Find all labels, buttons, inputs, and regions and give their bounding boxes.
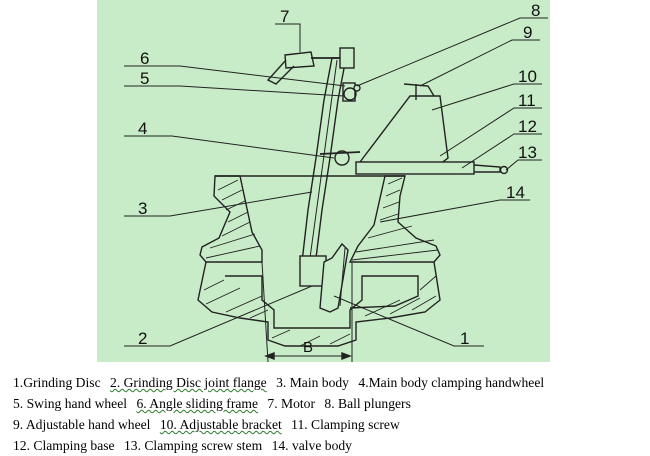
legend-row-3: 9. Adjustable hand wheel 10. Adjustable …	[13, 414, 643, 435]
legend-item-4: 4.Main body clamping handwheel	[358, 375, 545, 390]
valve-body-hatching	[203, 177, 439, 347]
clamping-screw-stem	[499, 165, 509, 175]
callout-2: 2	[138, 329, 147, 348]
leader-6	[124, 65, 346, 87]
callout-9: 9	[523, 23, 532, 42]
callout-7: 7	[280, 7, 289, 26]
legend-item-2: 2. Grinding Disc joint flange	[110, 375, 267, 390]
motor-coupling	[339, 47, 355, 69]
callout-numbers: 7 8 9 6 5 10 11 4 12 13 14 3 2 1	[138, 1, 540, 348]
legend-item-8: 8. Ball plungers	[324, 396, 411, 411]
legend-item-13: 13. Clamping screw stem	[123, 438, 263, 453]
ball-plunger	[353, 84, 361, 92]
valve-grinder-figure: B	[13, 0, 550, 453]
callout-4: 4	[138, 119, 147, 138]
callout-11: 11	[518, 91, 536, 110]
angle-sliding-frame	[342, 82, 356, 102]
leader-2	[124, 285, 313, 347]
valve-body-lower-outline	[197, 261, 441, 347]
legend-caption: 1.Grinding Disc 2. Grinding Disc joint f…	[13, 372, 643, 456]
clamping-handwheel-bar	[319, 151, 361, 155]
callout-5: 5	[140, 69, 149, 88]
legend-item-9: 9. Adjustable hand wheel	[13, 417, 151, 432]
adjustable-bracket	[358, 95, 449, 165]
leader-14	[379, 199, 530, 223]
dimension-arrow-right	[341, 351, 352, 361]
legend-row-1: 1.Grinding Disc 2. Grinding Disc joint f…	[13, 372, 643, 393]
legend-row-4: 12. Clamping base 13. Clamping screw ste…	[13, 435, 643, 456]
dimension-label-b: B	[303, 339, 313, 356]
legend-item-12: 12. Clamping base	[13, 438, 115, 453]
callout-1: 1	[460, 329, 469, 348]
legend-item-3: 3. Main body	[276, 375, 349, 390]
leader-9	[419, 39, 540, 87]
valve-grinder-diagram: B	[124, 1, 548, 363]
legend-row-2: 5. Swing hand wheel 6. Angle sliding fra…	[13, 393, 643, 414]
leader-13	[505, 159, 542, 171]
leader-12	[461, 133, 542, 169]
legend-item-10: 10. Adjustable bracket	[159, 417, 282, 432]
callout-12: 12	[518, 117, 537, 136]
main-body-inner-line	[309, 59, 338, 259]
leader-10	[431, 83, 542, 111]
legend-item-14: 14. valve body	[271, 438, 352, 453]
motor-tail	[266, 59, 295, 85]
adjustable-handwheel	[403, 83, 435, 97]
legend-item-6: 6. Angle sliding frame	[136, 396, 259, 411]
leader-4	[124, 135, 335, 159]
legend-item-1: 1.Grinding Disc	[13, 375, 101, 390]
swing-handwheel	[343, 87, 357, 101]
valve-body-right-outline	[348, 175, 441, 263]
grinding-disc	[319, 242, 349, 313]
leader-5	[124, 85, 345, 97]
callout-10: 10	[518, 67, 537, 86]
valve-body-inner-cavity	[225, 275, 419, 329]
legend-item-11: 11. Clamping screw	[291, 417, 400, 432]
clamping-base	[355, 161, 475, 175]
motor-housing	[284, 51, 315, 69]
bore-centre-line-left	[261, 261, 269, 363]
leader-8	[356, 17, 548, 87]
leader-7	[275, 23, 301, 52]
callout-14: 14	[506, 183, 525, 202]
callout-13: 13	[518, 143, 537, 162]
leader-lines	[124, 17, 548, 347]
legend-item-7: 7. Motor	[267, 396, 315, 411]
valve-body-outline	[199, 175, 263, 263]
dimension-arrow-left	[264, 351, 275, 361]
callout-3: 3	[138, 199, 147, 218]
callout-6: 6	[140, 49, 149, 68]
leader-1	[333, 295, 484, 347]
clamping-screw	[473, 164, 501, 173]
leader-11	[439, 107, 542, 157]
callout-8: 8	[531, 1, 540, 20]
legend-item-5: 5. Swing hand wheel	[13, 396, 128, 411]
main-body-clamping-handwheel	[334, 150, 350, 166]
leader-3	[124, 191, 313, 217]
grinding-disc-face	[339, 247, 346, 307]
